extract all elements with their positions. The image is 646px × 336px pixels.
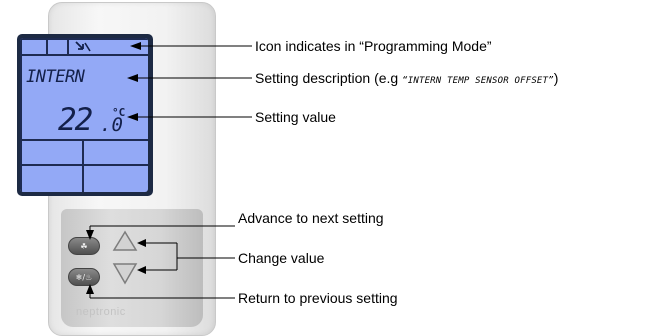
arrowhead-change-up	[137, 239, 146, 247]
heat-cool-icon: ❄/♨	[75, 272, 93, 282]
label-programming-mode: Icon indicates in “Programming Mode”	[255, 38, 492, 54]
fan-icon: ☘	[80, 241, 88, 251]
lcd-grid-line	[20, 139, 148, 141]
lcd-grid-line	[82, 139, 84, 192]
setting-value-decimal: .0	[100, 114, 123, 136]
lcd-screen: INTERN 22 .0 °C	[20, 38, 148, 192]
setting-value-main: 22	[58, 102, 93, 138]
down-arrow-button[interactable]	[112, 263, 138, 285]
arrowhead-change-down	[137, 266, 146, 274]
lcd-grid-line	[20, 54, 148, 56]
arrowhead-advance	[86, 230, 94, 240]
arrowhead-description	[127, 74, 138, 82]
lcd-grid-line	[20, 38, 22, 192]
setting-description-text: INTERN	[26, 67, 85, 87]
label-setting-description-suffix: )	[553, 70, 559, 86]
up-arrow-button[interactable]	[112, 230, 138, 251]
mode-return-button[interactable]: ❄/♨	[68, 268, 100, 286]
programming-mode-icon	[75, 41, 91, 52]
label-advance: Advance to next setting	[238, 210, 384, 226]
advance-button[interactable]: ☘	[68, 237, 100, 255]
arrowhead-return	[86, 284, 94, 294]
label-return: Return to previous setting	[238, 290, 398, 306]
lcd-grid-line	[46, 38, 48, 54]
callout-lines	[89, 45, 252, 299]
lcd-grid-line	[20, 164, 148, 166]
label-setting-value: Setting value	[255, 109, 336, 125]
lcd-grid-line	[67, 38, 69, 54]
label-setting-description-prefix: Setting description (e.g	[255, 70, 403, 86]
lcd-grid-line	[20, 38, 148, 40]
arrowhead-value	[127, 113, 138, 121]
setting-unit: °C	[112, 106, 126, 119]
label-change-value: Change value	[238, 250, 325, 266]
callout-arrowheads	[86, 42, 146, 294]
brand-logo: neptronic	[76, 306, 126, 318]
arrowhead-programming	[130, 42, 141, 50]
label-setting-description-example: “INTERN TEMP SENSOR OFFSET”	[402, 76, 554, 86]
label-setting-description: Setting description (e.g “INTERN TEMP SE…	[255, 70, 558, 86]
